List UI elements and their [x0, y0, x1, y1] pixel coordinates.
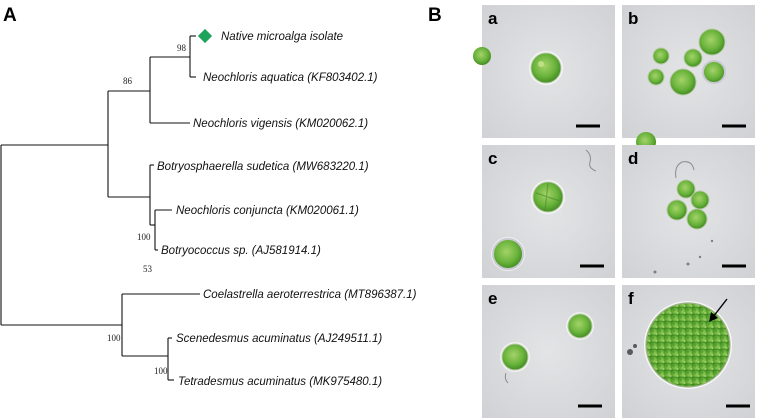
arrow-head-icon: [709, 312, 718, 322]
bootstrap-value: 53: [143, 264, 153, 274]
micrograph-b: b: [622, 5, 755, 152]
taxon-label: Botryosphaerella sudetica (MW683220.1): [157, 161, 369, 173]
isolate-marker-diamond-icon: [197, 28, 213, 44]
taxon-label: Neochloris aquatica (KF803402.1): [203, 72, 378, 84]
micrograph-label: a: [488, 9, 498, 28]
micrograph-label: f: [628, 289, 634, 308]
taxon-label: Neochloris conjuncta (KM020061.1): [176, 205, 359, 217]
micrograph-c: c: [482, 145, 615, 278]
taxon-label: Coelastrella aeroterrestrica (MT896387.1…: [203, 289, 417, 301]
micrograph-a: a: [473, 5, 615, 138]
bootstrap-value: 100: [137, 232, 151, 242]
taxon-label: Scenedesmus acuminatus (AJ249511.1): [176, 333, 382, 345]
taxon-label: Tetradesmus acuminatus (MK975480.1): [178, 376, 382, 388]
arrow-indicator: [712, 298, 728, 318]
micrograph-f: f: [622, 285, 755, 418]
micrograph-e: e: [482, 285, 615, 418]
micrograph-label: d: [628, 149, 638, 168]
bootstrap-value: 100: [107, 333, 121, 343]
micrograph-label: b: [628, 9, 638, 28]
micrograph-d: d: [622, 145, 755, 278]
micrograph-grid: a b c: [473, 5, 755, 418]
panel-letter-a: A: [3, 5, 17, 26]
panel-letter-b: B: [428, 5, 442, 26]
micrograph-label: e: [488, 289, 497, 308]
taxon-label: Botryococcus sp. (AJ581914.1): [161, 245, 321, 257]
taxon-label: Native microalga isolate: [221, 31, 343, 43]
bootstrap-value: 98: [177, 43, 187, 53]
phylogenetic-tree: 98 86 100 53 100 100 Native microalga is…: [0, 28, 417, 388]
taxon-label: Neochloris vigensis (KM020062.1): [193, 118, 368, 130]
bootstrap-value: 86: [123, 76, 133, 86]
bootstrap-value: 100: [154, 366, 168, 376]
micrograph-label: c: [488, 149, 497, 168]
